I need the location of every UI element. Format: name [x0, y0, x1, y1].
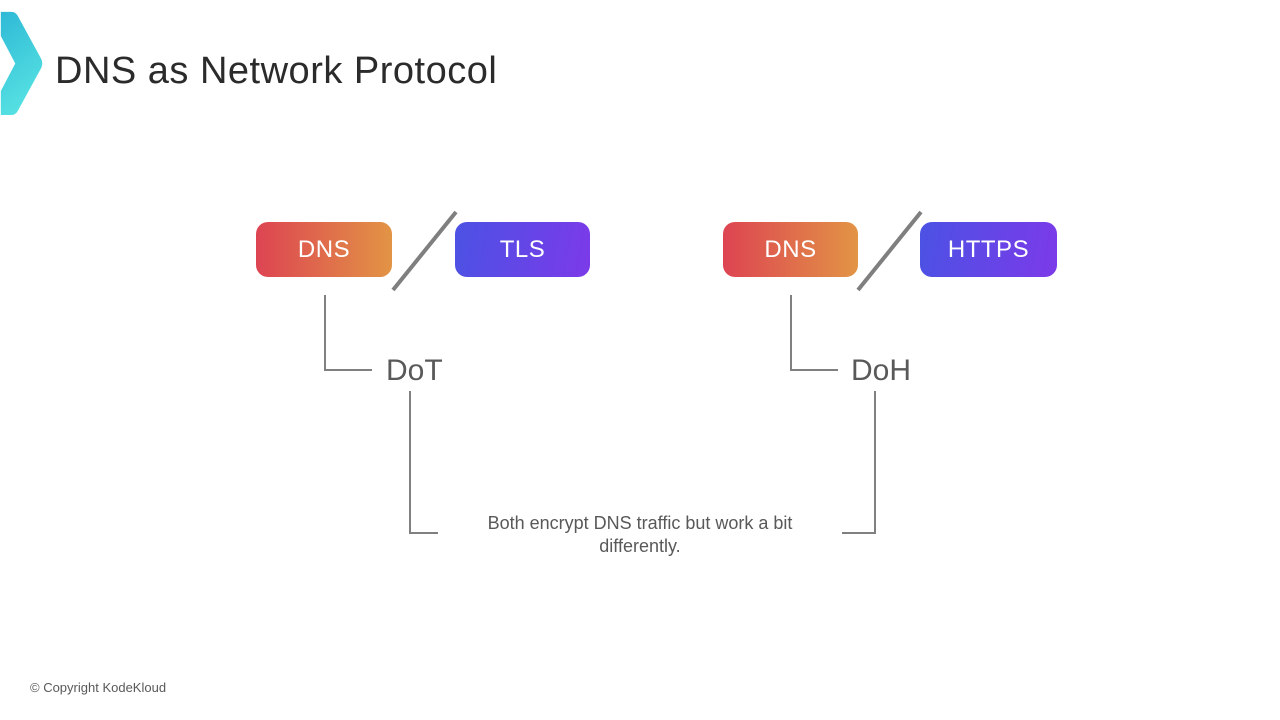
slash-divider-left	[391, 210, 458, 292]
copyright-text: © Copyright KodeKloud	[30, 680, 167, 695]
badge-tls: TLS	[455, 222, 590, 277]
connector-dns-to-doh	[790, 295, 838, 371]
kodekloud-chevron-icon	[0, 11, 43, 116]
connector-doh-to-note	[842, 391, 876, 534]
note-text: Both encrypt DNS traffic but work a bit …	[487, 513, 793, 556]
badge-dns-left: DNS	[256, 222, 392, 277]
label-dot: DoT	[386, 354, 443, 387]
connector-dot-to-note	[409, 391, 438, 534]
slash-divider-right	[856, 210, 923, 292]
connector-dns-to-dot	[324, 295, 372, 371]
badge-dns-right: DNS	[723, 222, 858, 277]
badge-https: HTTPS	[920, 222, 1057, 277]
page-title: DNS as Network Protocol	[55, 50, 498, 92]
label-doh: DoH	[851, 354, 912, 387]
